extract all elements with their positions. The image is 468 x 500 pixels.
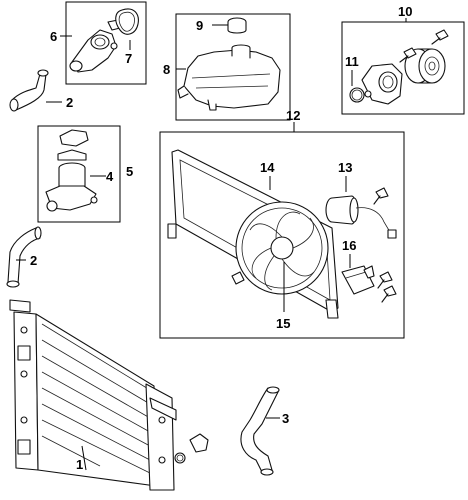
callout-9: 9 (196, 18, 203, 33)
thermostat-housing-group-box (65, 1, 147, 85)
water-pump (361, 63, 403, 105)
callout-3: 3 (282, 411, 289, 426)
coolant-reservoir (177, 44, 281, 111)
lower-radiator-hose (240, 386, 280, 476)
callout-6: 6 (50, 29, 57, 44)
water-pump-gasket (349, 87, 365, 103)
callout-5: 5 (126, 164, 133, 179)
fan-resistor (341, 265, 375, 295)
coolant-reservoir-group-box (175, 13, 291, 121)
thermostat-housing (69, 19, 121, 73)
callout-15: 15 (276, 316, 290, 331)
reservoir-cap (227, 17, 247, 34)
callout-11: 11 (345, 54, 359, 69)
callout-16: 16 (342, 238, 356, 253)
lower-hose-small (6, 226, 42, 288)
callout-14: 14 (260, 160, 275, 175)
callout-10: 10 (398, 4, 412, 19)
callout-13: 13 (338, 160, 352, 175)
callout-8: 8 (163, 62, 170, 77)
upper-hose-small (9, 69, 49, 112)
water-pump-pulley (404, 48, 446, 84)
filler-neck (45, 149, 98, 212)
callout-4: 4 (106, 169, 114, 184)
cooling-fan (235, 201, 329, 295)
fan-assembly-group-box (159, 131, 405, 339)
water-pump-group-box (341, 21, 465, 115)
callout-1: 1 (76, 457, 83, 472)
callout-2-lower: 2 (30, 253, 37, 268)
callout-12: 12 (286, 108, 300, 123)
thermostat-housing-gasket (115, 8, 139, 35)
pulley-bolts (399, 29, 449, 63)
fan-motor (325, 195, 397, 239)
callout-7: 7 (125, 51, 132, 66)
fan-bolts (231, 187, 397, 303)
radiator (9, 299, 177, 491)
filler-neck-group-box (37, 125, 121, 223)
filler-cap (59, 129, 89, 147)
callout-2-upper: 2 (66, 95, 73, 110)
radiator-plug (174, 433, 209, 464)
